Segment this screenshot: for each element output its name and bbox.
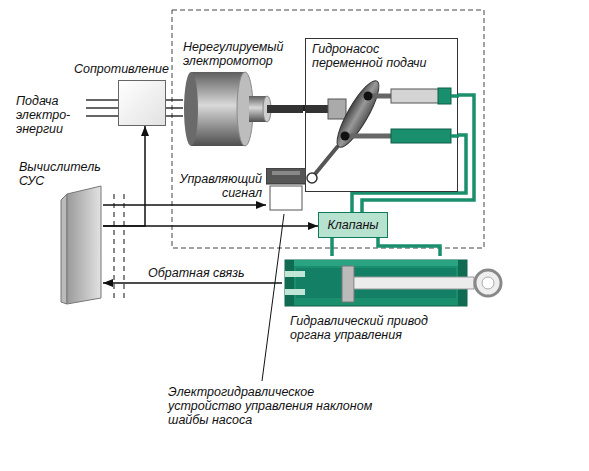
swash-link [315,146,338,174]
system-boundary [172,10,484,248]
hydraulic-actuator-part-part [285,271,305,277]
hydraulic-actuator-part-part [475,270,501,296]
hydraulic-actuator-part-part [285,289,305,295]
flight-computer: Вычислитель СУС [15,160,103,306]
variable-pump-part-part [451,94,459,98]
edge-label: Управляющий сигнал [176,172,262,200]
edge-label: Обратная связь [148,266,245,280]
hydraulic-line [378,238,440,256]
node-label: Сопротивление [74,62,169,76]
node-label: Нерегулируемый электромотор [183,40,301,68]
hydraulic-actuator: Гидравлический привод органа управления [282,256,505,350]
power-wires-part [86,115,118,116]
variable-pump-part-part [330,76,385,152]
hydraulic-line [332,238,440,256]
variable-pump-part-part [451,134,459,138]
variable-pump: Гидронасос переменной подачи [305,38,458,192]
electric-motor-part-part [267,105,303,113]
variable-pump-part-part [328,99,346,119]
hydraulic-line [330,238,334,256]
resistor-box: Сопротивление [118,80,166,126]
control-signal-line [103,205,266,206]
hydraulic-actuator-part [282,256,505,312]
leader-line [262,214,284,381]
link-pivot [307,173,317,183]
hydraulic-actuator-part-part [342,266,354,302]
swash-control-unit: Электрогидравлическое устройство управле… [266,168,306,212]
signal-line [103,126,145,226]
variable-pump-part-part [438,88,451,104]
feedback-line [103,283,282,284]
flight-computer-part-part [67,186,101,304]
node-label: Вычислитель СУС [19,160,101,188]
valve-box: Клапаны [318,212,388,238]
variable-pump-part-part [391,129,451,143]
electric-motor: Нерегулируемый электромотор [183,40,303,150]
signal-line [103,226,318,227]
variable-pump-part-part [341,132,350,141]
signal-line [103,225,318,227]
power-wires-part [86,107,118,108]
hydraulic-actuator-part-part [285,260,294,306]
power-wires [166,100,183,116]
variable-pump-part-part [391,89,441,103]
power-wires [166,107,183,108]
flight-computer-part-part [61,194,67,304]
hydraulic-actuator-part-part [482,277,494,289]
swash-control-unit-part-part [272,171,300,175]
power-wires-part [86,99,118,100]
node-label: Гидравлический привод органа управления [290,314,450,342]
signal-line [103,126,145,226]
hydraulic-line [352,135,466,212]
swash-control-unit-part [266,168,306,212]
power-supply-label: Подача электро-энергии [16,94,82,136]
node-label: Клапаны [319,213,387,237]
power-wires [166,115,183,116]
node-label: Гидронасос переменной подачи [312,42,444,70]
electric-motor-part-part [184,72,198,146]
power-wires [166,99,183,100]
control-signal-line [103,204,266,206]
hydraulic-actuator-part-part [354,277,474,289]
node-label: Электрогидравлическое устройство управле… [168,385,383,427]
feedback-line [103,282,282,284]
variable-pump-part-part [345,134,392,139]
hydraulic-actuator-part-part [285,260,467,266]
swash-control-unit-part-part [266,168,306,184]
power-wires [86,100,118,116]
swash-control-unit-part-part [270,186,302,210]
variable-pump-part-part [364,92,373,101]
